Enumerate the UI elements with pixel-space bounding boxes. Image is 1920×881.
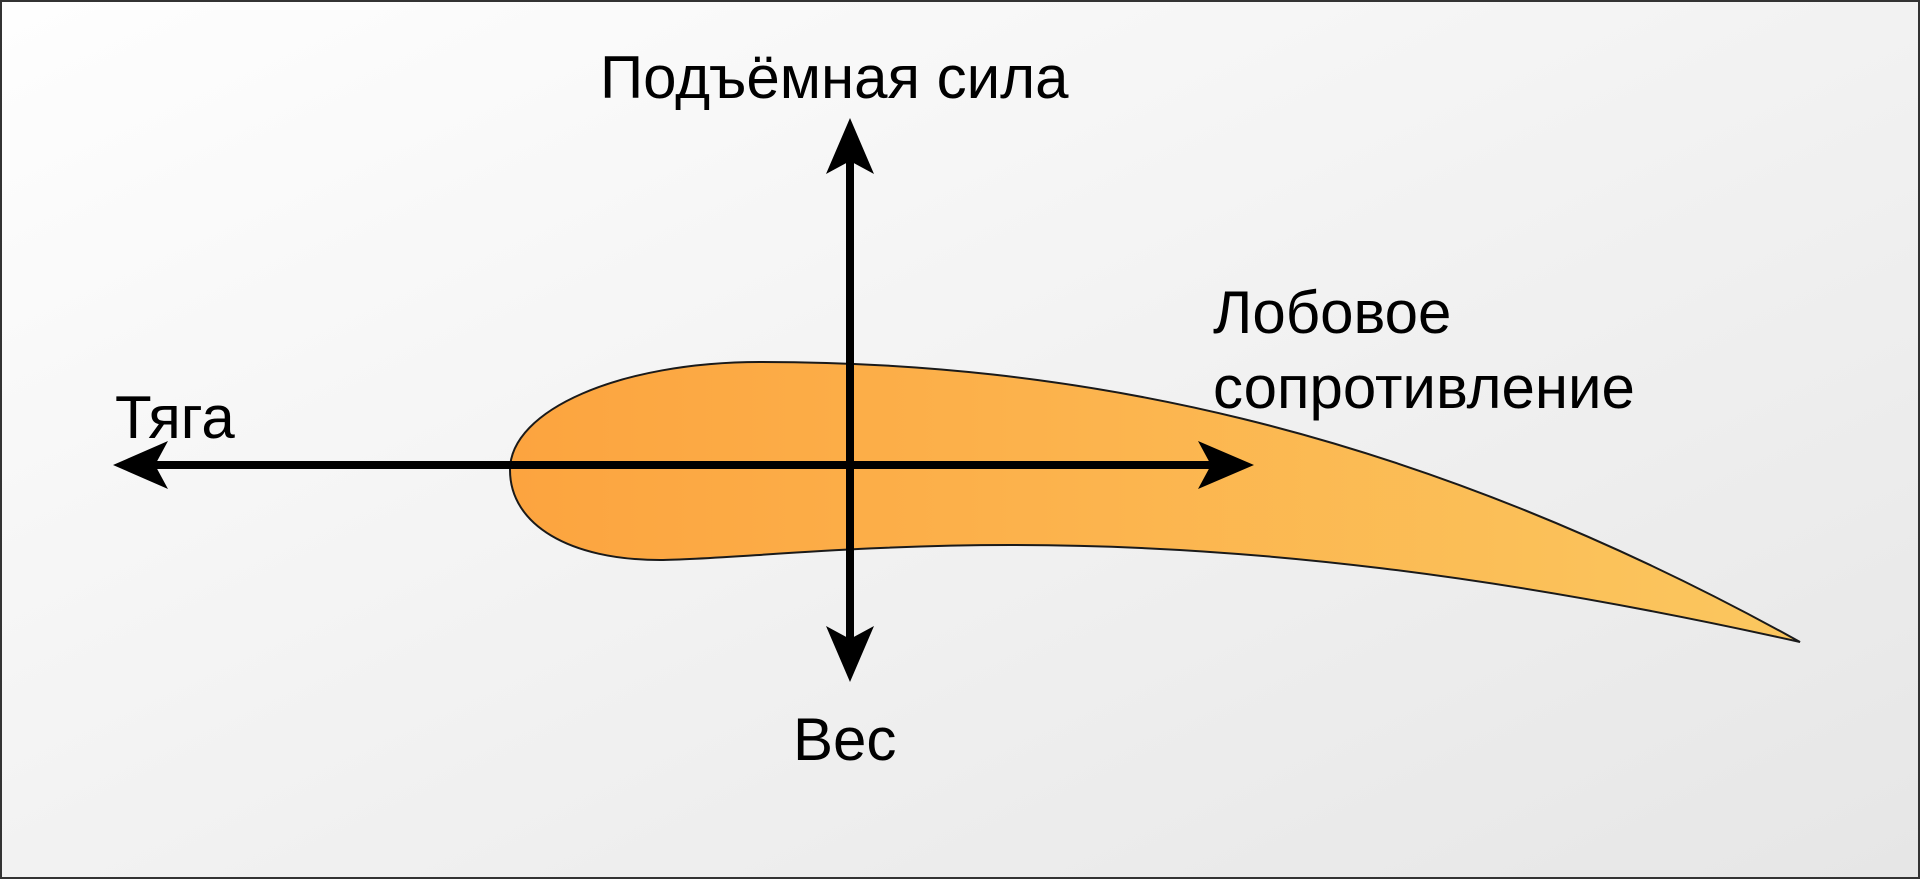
drag-label-line2: сопротивление bbox=[1213, 354, 1635, 421]
weight-label: Вес bbox=[793, 706, 896, 773]
weight-arrowhead-icon bbox=[826, 626, 874, 682]
drag-label-line1: Лобовое bbox=[1213, 279, 1451, 346]
thrust-arrowhead-icon bbox=[113, 441, 168, 489]
drag-arrowhead-icon bbox=[1198, 441, 1254, 489]
lift-arrowhead-icon bbox=[826, 118, 874, 174]
airfoil-shape bbox=[508, 360, 1801, 643]
thrust-label: Тяга bbox=[115, 384, 235, 451]
lift-label: Подъёмная сила bbox=[600, 44, 1069, 111]
